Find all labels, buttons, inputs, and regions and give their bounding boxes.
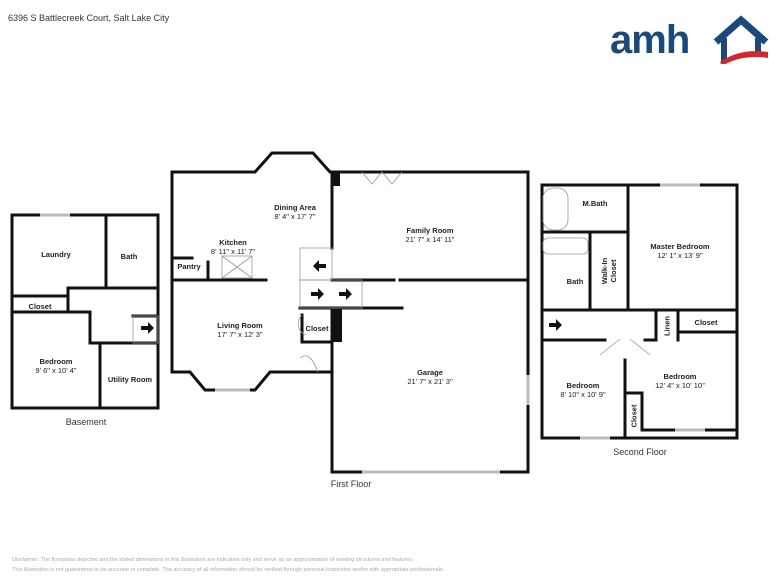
room-basement-bath: Bath — [120, 252, 138, 261]
floor-title-first: First Floor — [330, 479, 372, 489]
floor-title-basement: Basement — [65, 417, 107, 427]
first-floor-walls — [170, 151, 530, 474]
floor-title-second: Second Floor — [613, 447, 667, 457]
disclaimer-line-1: Disclaimer: The floorplans depicted and … — [12, 557, 414, 563]
logo-text: amh — [610, 18, 690, 62]
house-roof-icon — [713, 15, 769, 64]
stairs-arrow-icons — [141, 172, 562, 342]
room-basement-closet: Closet — [28, 302, 52, 311]
room-second-closet: Closet — [694, 318, 718, 327]
amh-logo: amh — [610, 12, 770, 64]
room-linen: Linen — [662, 316, 672, 336]
room-laundry: Laundry — [41, 250, 71, 259]
room-first-closet: Closet — [305, 324, 329, 333]
room-utility: Utility Room — [107, 375, 153, 384]
second-floor-walls — [540, 183, 739, 440]
room-second-bath: Bath — [566, 277, 584, 286]
room-bedroom-closet: Closet — [629, 404, 639, 428]
room-master-bath: M.Bath — [582, 199, 608, 208]
room-pantry: Pantry — [177, 262, 201, 271]
room-walk-in-closet: Walk-In Closet — [600, 257, 618, 285]
property-address: 6396 S Battlecreek Court, Salt Lake City — [8, 13, 170, 23]
disclaimer-line-2: This illustration is not guaranteed to b… — [12, 567, 445, 573]
